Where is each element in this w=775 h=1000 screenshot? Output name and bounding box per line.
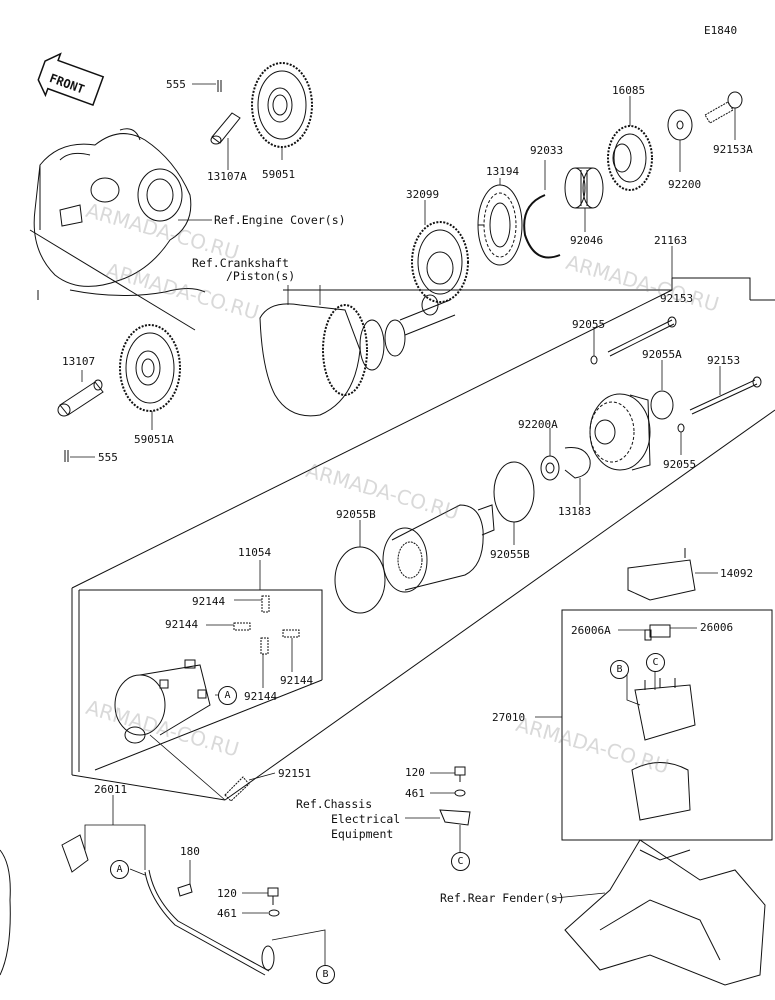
part-label-32099: 32099 (406, 188, 440, 201)
starter-cable (61, 834, 275, 976)
engine-cover-housing (29, 128, 206, 331)
part-label-461: 461 (217, 907, 237, 920)
part-label-180: 180 (180, 845, 200, 858)
callout-c: C (646, 653, 665, 672)
part-label-26006a: 26006A (571, 624, 611, 637)
part-label-555: 555 (166, 78, 186, 91)
brush-holder (114, 659, 211, 744)
rear-edge-part (0, 849, 11, 976)
part-label-16085: 16085 (612, 84, 646, 97)
part-label-13183: 13183 (558, 505, 592, 518)
gear-32099 (411, 221, 469, 303)
relay-boot (631, 762, 691, 821)
starter-end-cover (589, 393, 651, 471)
ref-chassis-electrical: Electrical (331, 812, 401, 826)
part-label-120: 120 (405, 766, 425, 779)
part-label-92055a: 92055A (642, 348, 682, 361)
starter-relay (634, 678, 696, 741)
part-label-92055b: 92055B (490, 548, 530, 561)
part-label-92055: 92055 (663, 458, 697, 471)
callout-a: A (218, 686, 237, 705)
part-label-92153: 92153 (707, 354, 741, 367)
circlip-92033 (523, 194, 561, 259)
bolt-180 (177, 883, 193, 897)
part-label-92033: 92033 (530, 144, 564, 157)
rear-fender (564, 839, 766, 986)
part-label-461: 461 (405, 787, 425, 800)
washer-92200 (667, 109, 693, 141)
callout-b: B (316, 965, 335, 984)
part-label-555: 555 (98, 451, 118, 464)
part-label-92144: 92144 (192, 595, 226, 608)
clutch-13194 (477, 184, 523, 266)
bearing-92046 (564, 167, 604, 209)
ref-rear-fender: Ref.Rear Fender(s) (440, 891, 565, 905)
fuse-26006 (644, 624, 671, 641)
callout-b: B (610, 660, 629, 679)
oring-92055b-small (677, 423, 685, 433)
part-label-59051: 59051 (262, 168, 296, 181)
ref-chassis-equipment: Equipment (331, 827, 394, 841)
relay-cover-14092 (627, 548, 696, 601)
gear-59051 (251, 62, 313, 148)
bolt-120b (267, 887, 279, 905)
relay-box-frame (561, 609, 773, 841)
assembly-frame (71, 277, 775, 801)
gear-16085 (607, 125, 653, 191)
oring-92055Bb (334, 546, 386, 614)
part-label-21163: 21163 (654, 234, 688, 247)
part-label-92200a: 92200A (518, 418, 558, 431)
bolt-92153b-long (689, 376, 762, 415)
part-label-13107a: 13107A (207, 170, 247, 183)
callout-a: A (110, 860, 129, 879)
part-label-120: 120 (217, 887, 237, 900)
washer-461a (454, 789, 466, 797)
part-label-92144: 92144 (165, 618, 199, 631)
part-label-92055: 92055 (572, 318, 606, 331)
part-label-26006: 26006 (700, 621, 734, 634)
oring-92055A (650, 390, 674, 420)
crankshaft (259, 294, 456, 417)
ref-crankshaft: Ref.Crankshaft (192, 256, 289, 270)
washer-92200a (540, 455, 560, 481)
part-label-92046: 92046 (570, 234, 604, 247)
bolt-92153a-long (607, 316, 677, 357)
terminal-bracket (439, 809, 471, 826)
washer-461b (268, 909, 280, 917)
part-label-27010: 27010 (492, 711, 526, 724)
ref-chassis: Ref.Chassis (296, 797, 373, 811)
part-label-14092: 14092 (720, 567, 754, 580)
oring-92055a-small (590, 355, 598, 365)
part-label-92153a: 92153A (713, 143, 753, 156)
oring-92055Ba (493, 461, 535, 523)
plate-13183 (564, 447, 591, 479)
part-label-13107: 13107 (62, 355, 96, 368)
callout-c: C (451, 852, 470, 871)
bolt-92153a (704, 91, 743, 124)
ref-crankshaft-piston: /Piston(s) (226, 269, 296, 283)
springs-92144 (233, 595, 300, 655)
part-label-92144: 92144 (280, 674, 314, 687)
part-label-92151: 92151 (278, 767, 312, 780)
part-label-92153: 92153 (660, 292, 694, 305)
screw-92151 (224, 776, 250, 802)
part-label-92055b: 92055B (336, 508, 376, 521)
part-label-26011: 26011 (94, 783, 128, 796)
shaft-13107 (57, 379, 104, 462)
leader-lines (70, 83, 736, 965)
starter-motor (382, 504, 495, 593)
shaft-13107a (210, 80, 241, 145)
front-arrow (37, 52, 105, 107)
diagram-code: E1840 (704, 24, 738, 37)
gear-59051a (119, 324, 181, 412)
part-label-59051a: 59051A (134, 433, 174, 446)
part-label-13194: 13194 (486, 165, 520, 178)
part-label-11054: 11054 (238, 546, 272, 559)
ref-engine-cover: Ref.Engine Cover(s) (214, 213, 346, 227)
part-label-92200: 92200 (668, 178, 702, 191)
part-label-92144: 92144 (244, 690, 278, 703)
bolt-120a (454, 766, 466, 782)
